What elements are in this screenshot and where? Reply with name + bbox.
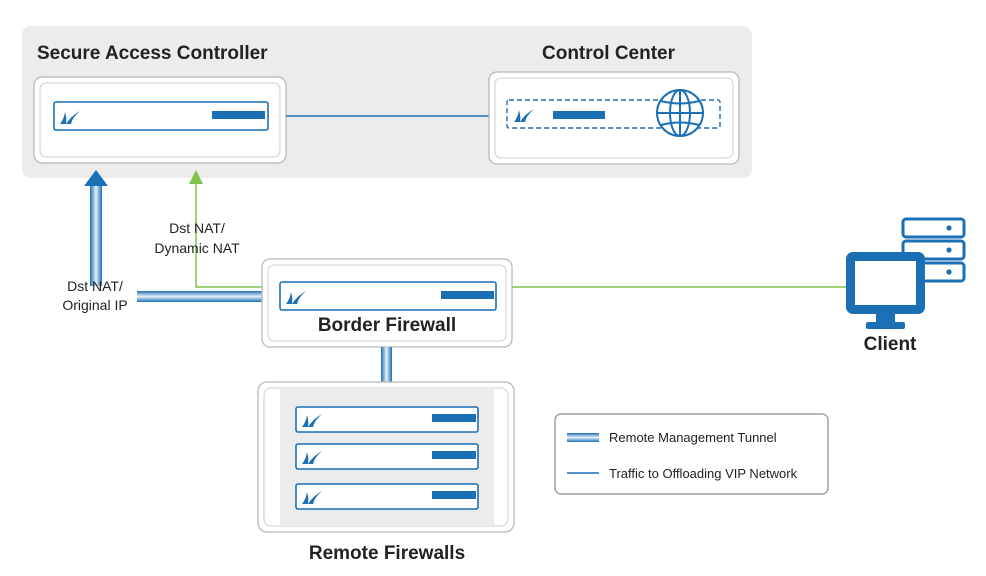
secure-access-controller-panel: Secure Access Controller Control Center <box>22 26 752 178</box>
legend-traffic-label: Traffic to Offloading VIP Network <box>609 466 798 481</box>
control-center-title: Control Center <box>542 43 676 64</box>
legend-tunnel-swatch <box>567 433 599 442</box>
client-title: Client <box>864 334 917 355</box>
sac-appliance[interactable] <box>33 76 287 164</box>
remote-management-tunnel-upward <box>84 170 284 302</box>
legend: Remote Management Tunnel Traffic to Offl… <box>554 413 829 495</box>
remote-firewall-2[interactable] <box>295 443 479 470</box>
legend-tunnel-label: Remote Management Tunnel <box>609 430 777 445</box>
dst-nat-dynamic-label-line1: Dst NAT/ <box>169 220 225 236</box>
dst-nat-original-label-line2: Original IP <box>62 297 127 313</box>
remote-management-tunnel-down <box>381 347 392 382</box>
client-icon[interactable] <box>846 217 966 329</box>
dst-nat-original-label-line1: Dst NAT/ <box>67 278 123 294</box>
sac-title: Secure Access Controller <box>37 43 268 64</box>
dst-nat-dynamic-label-line2: Dynamic NAT <box>154 240 240 256</box>
remote-firewalls-group <box>257 381 515 533</box>
remote-firewall-3[interactable] <box>295 483 479 510</box>
remote-firewall-1[interactable] <box>295 406 479 433</box>
border-firewall[interactable]: Border Firewall <box>261 258 513 348</box>
control-center-appliance[interactable] <box>488 71 740 165</box>
border-firewall-title: Border Firewall <box>318 315 456 336</box>
globe-icon <box>656 89 704 137</box>
remote-firewalls-title: Remote Firewalls <box>309 543 465 564</box>
dynamic-nat-path <box>189 170 284 288</box>
